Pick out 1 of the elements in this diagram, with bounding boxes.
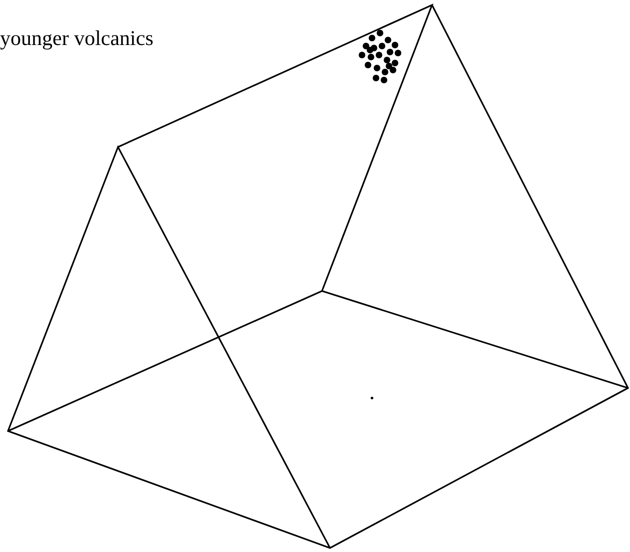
field-label: younger volcanics — [0, 26, 154, 51]
